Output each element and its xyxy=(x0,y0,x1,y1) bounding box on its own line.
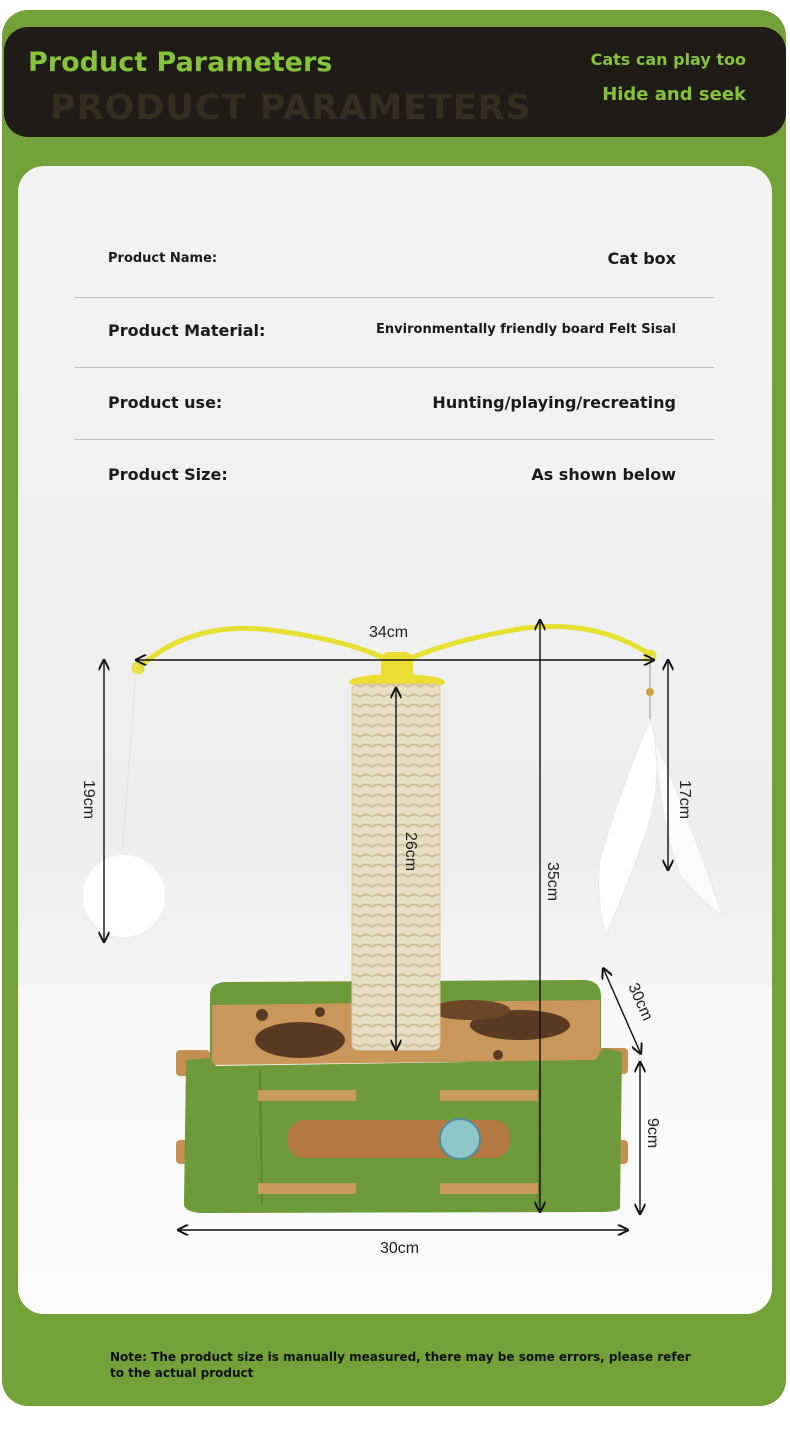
dimension-label-post-height: 26cm xyxy=(402,832,419,871)
param-label-name: Product Name: xyxy=(108,251,218,266)
dimension-label-base-height: 9cm xyxy=(644,1118,661,1148)
dimension-label-left-drop: 19cm xyxy=(80,780,97,819)
divider xyxy=(75,367,714,368)
param-value-material: Environmentally friendly board Felt Sisa… xyxy=(376,322,676,337)
feather-toy xyxy=(598,660,723,937)
header-title: Product Parameters xyxy=(28,47,333,78)
divider xyxy=(75,297,714,298)
dimension-label-width-top: 34cm xyxy=(369,624,408,641)
disclaimer-note: Note: The product size is manually measu… xyxy=(110,1350,691,1380)
param-value-use: Hunting/playing/recreating xyxy=(432,393,676,412)
param-value-name: Cat box xyxy=(607,249,676,268)
dimension-label-right-drop: 17cm xyxy=(676,780,693,819)
param-value-size: As shown below xyxy=(531,465,676,484)
param-label-use: Product use: xyxy=(108,393,223,412)
header-title-shadow: PRODUCT PARAMETERS xyxy=(50,88,532,128)
param-label-material: Product Material: xyxy=(108,321,266,340)
divider xyxy=(75,439,714,440)
toy-wand xyxy=(131,624,657,690)
dimension-lines xyxy=(104,622,668,1230)
header-bar xyxy=(4,27,786,137)
header-tagline-1: Cats can play too xyxy=(590,50,746,69)
param-label-size: Product Size: xyxy=(108,465,228,484)
dimension-label-total-height: 35cm xyxy=(544,862,561,901)
dimension-label-base-width: 30cm xyxy=(380,1240,419,1257)
header-tagline-2: Hide and seek xyxy=(602,84,746,105)
dimension-label-depth: 30cm xyxy=(624,981,655,1024)
